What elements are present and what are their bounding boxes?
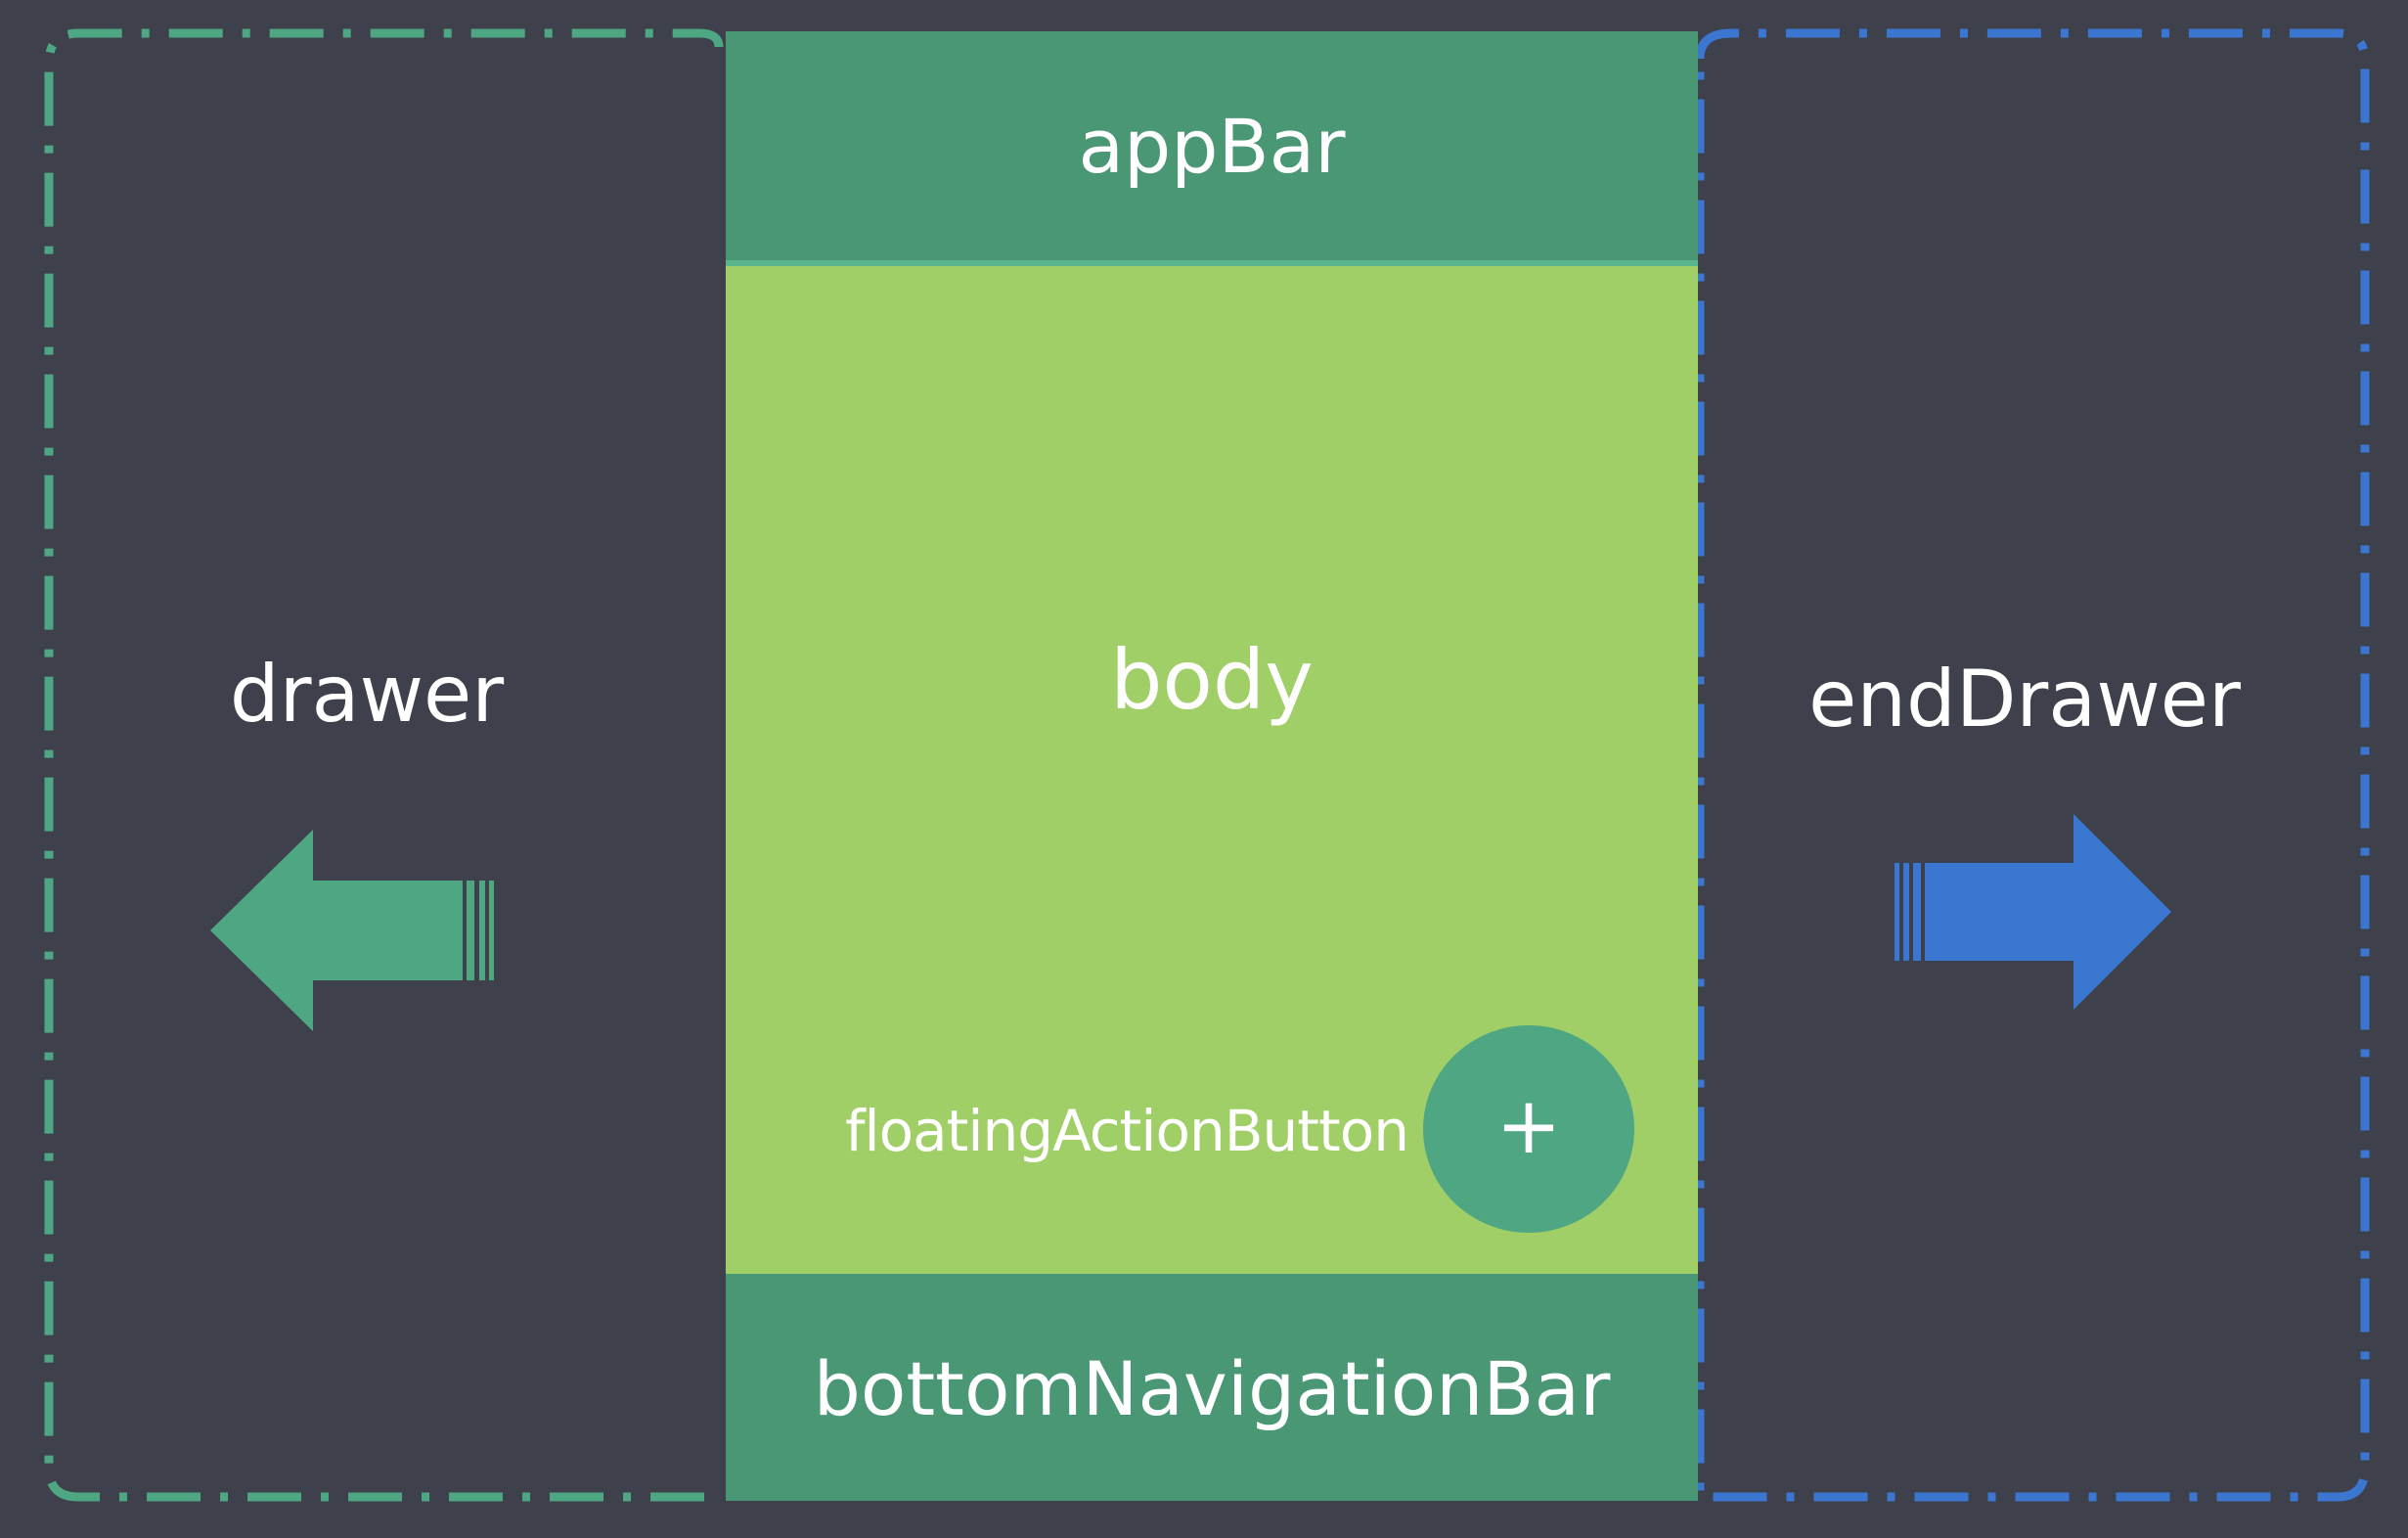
arrow-right-icon xyxy=(1895,814,2171,1010)
bottom-navigation-bar-label: bottomNavigationBar xyxy=(813,1345,1611,1432)
end-drawer-label: endDrawer xyxy=(1808,654,2241,745)
body-label: body xyxy=(1110,632,1314,728)
app-bar-divider xyxy=(726,260,1698,266)
drawer-label: drawer xyxy=(229,649,505,740)
arrow-left-icon xyxy=(210,830,494,1031)
app-bar xyxy=(726,31,1698,262)
plus-icon: + xyxy=(1495,1080,1562,1171)
end-drawer-outline xyxy=(1695,28,2370,1502)
app-bar-label: appBar xyxy=(1078,103,1346,190)
floating-action-button[interactable]: + xyxy=(1423,1025,1634,1233)
drawer-outline xyxy=(44,28,724,1502)
bottom-navigation-bar xyxy=(726,1274,1698,1501)
fab-label: floatingActionButton xyxy=(845,1098,1409,1164)
